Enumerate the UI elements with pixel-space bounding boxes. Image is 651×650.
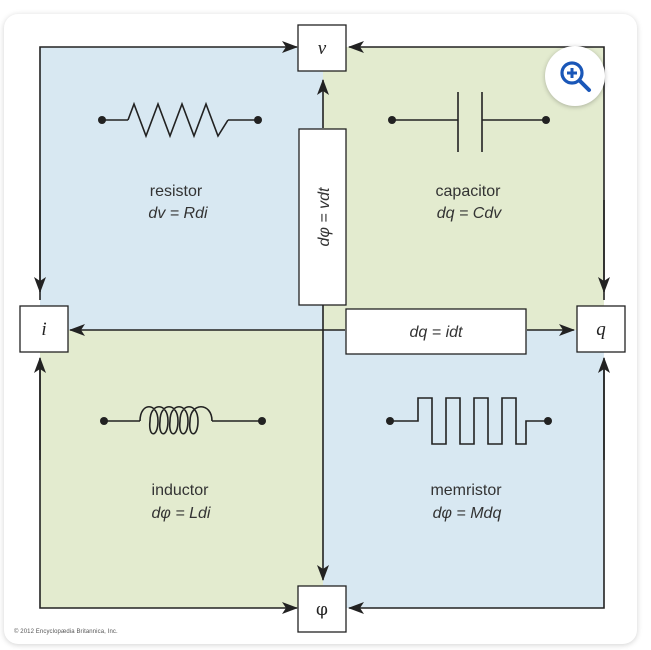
memristor-symbol: [390, 397, 548, 445]
capacitor-name: capacitor: [436, 183, 502, 200]
resistor-equation: dv = Rdi: [148, 205, 208, 222]
capacitor-equation: dq = Cdv: [437, 205, 502, 222]
node-v-box: [297, 24, 347, 72]
node-q-box: [576, 305, 626, 353]
inductor-equation: dφ = Ldi: [152, 505, 211, 522]
node-phi-label: φ: [316, 600, 328, 620]
resistor-name: resistor: [150, 183, 203, 200]
capacitor-symbol: [392, 92, 546, 152]
zoom-in-icon: [560, 61, 591, 92]
quadrant-memristor: [323, 330, 604, 608]
vertical-relation-label: dφ = vdt: [316, 187, 333, 246]
inductor-symbol: [104, 405, 262, 435]
resistor-symbol: [102, 101, 258, 139]
node-q-label: q: [596, 319, 606, 340]
memristor-equation: dφ = Mdq: [433, 505, 502, 522]
vertical-relation-box: [298, 128, 347, 306]
quadrant-resistor: [40, 47, 323, 330]
quadrant-inductor: [40, 330, 323, 608]
copyright-credit: © 2012 Encyclopædia Britannica, Inc.: [14, 629, 118, 635]
node-i-label: i: [41, 319, 46, 340]
terminal-dots: [98, 116, 552, 425]
node-i-box: [19, 305, 69, 353]
horizontal-relation-box: [345, 308, 527, 355]
zoom-button[interactable]: [545, 46, 605, 106]
horizontal-relation-label: dq = idt: [410, 324, 463, 341]
inductor-name: inductor: [152, 482, 210, 499]
memristor-name: memristor: [430, 482, 502, 499]
node-v-label: v: [318, 38, 327, 59]
node-phi-box: [297, 585, 347, 633]
